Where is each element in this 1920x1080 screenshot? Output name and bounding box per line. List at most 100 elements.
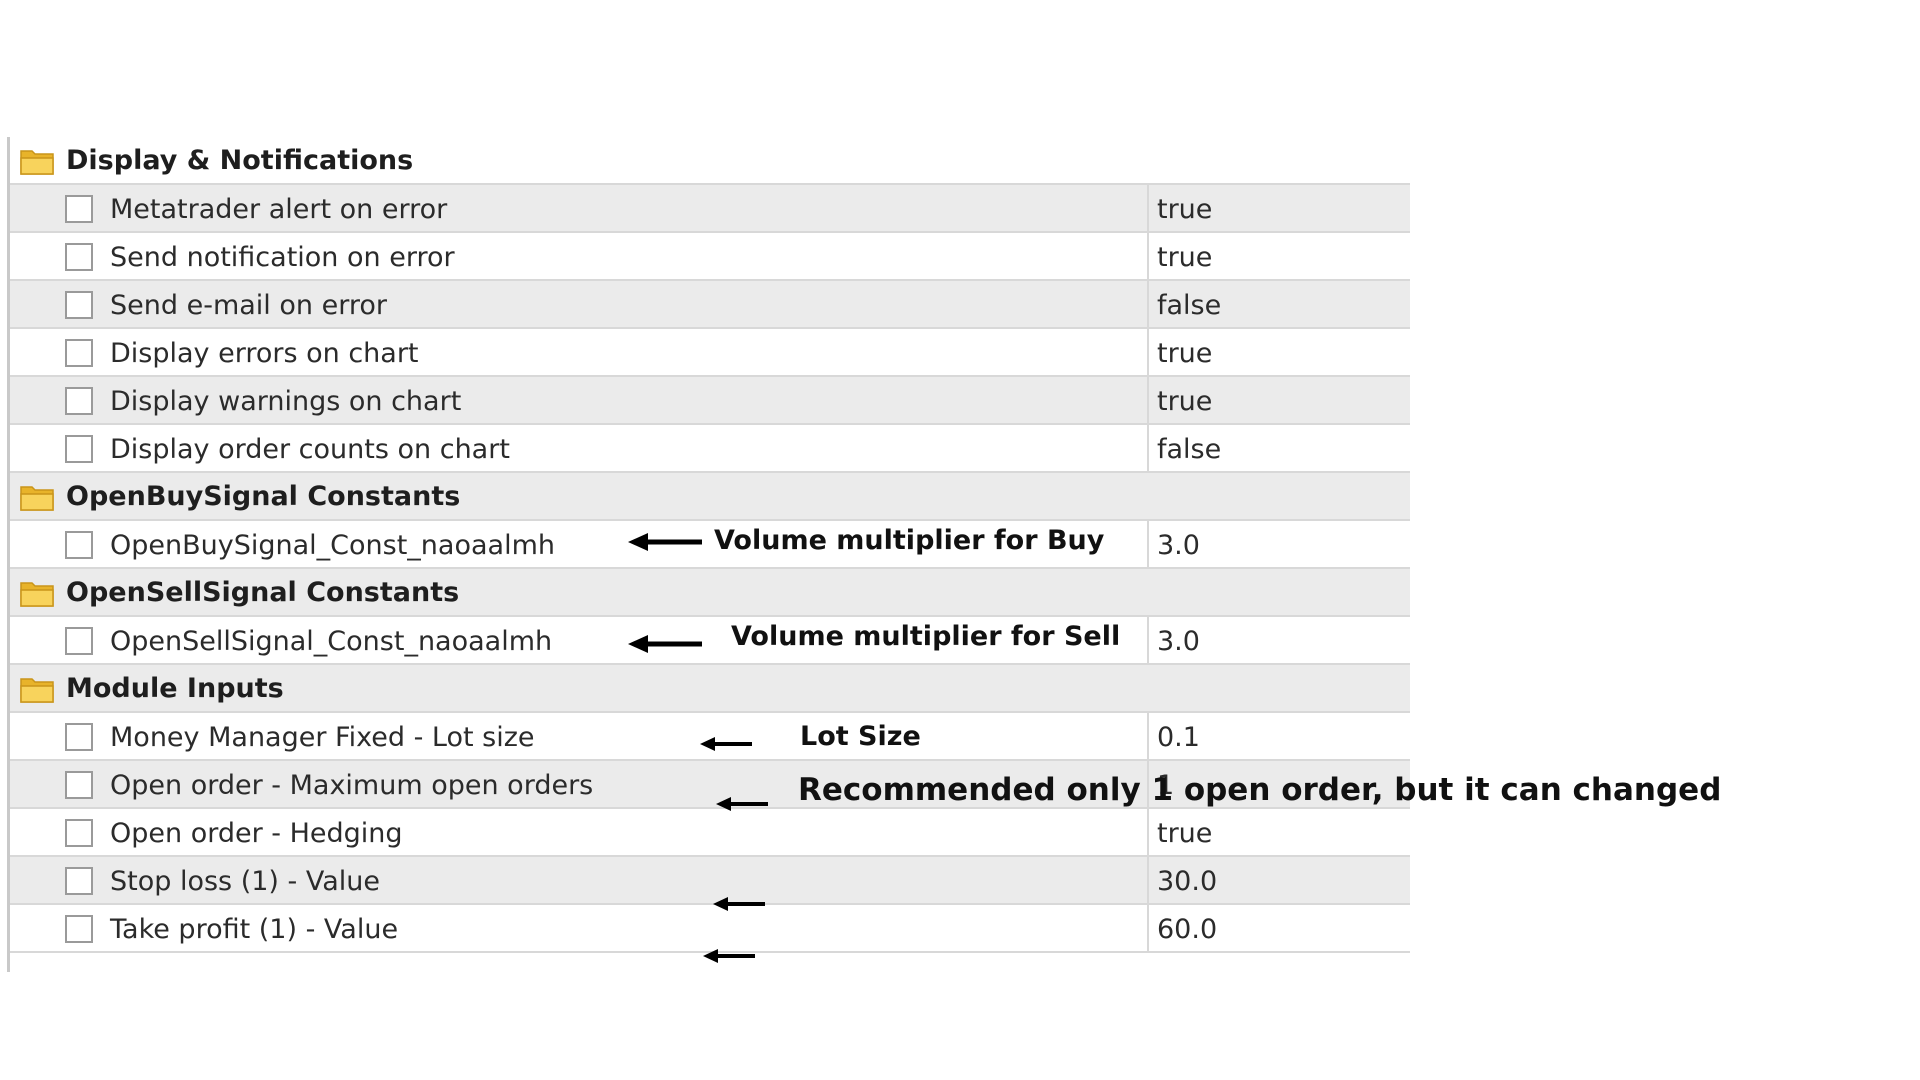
annotation-buy: Volume multiplier for Buy [714,525,1105,556]
param-value: 0.1 [1157,722,1200,753]
param-value: true [1157,338,1213,369]
param-value: false [1157,434,1222,465]
annotation-sell: Volume multiplier for Sell [731,621,1121,652]
param-value: 3.0 [1157,530,1200,561]
param-name-cell: Stop loss (1) - Value [10,857,1147,903]
param-value: 30.0 [1157,866,1218,897]
param-label: Send e-mail on error [110,290,387,321]
param-row-send-email[interactable]: Send e-mail on error false [10,281,1410,329]
folder-icon [20,678,54,703]
param-label: Take profit (1) - Value [110,914,399,945]
arrow-left-icon [628,533,702,551]
param-value: true [1157,386,1213,417]
param-row-opensellsignal-const[interactable]: OpenSellSignal_Const_naoaalmh 3.0 [10,617,1410,665]
param-checkbox[interactable] [65,723,93,751]
param-label: OpenSellSignal_Const_naoaalmh [110,626,553,657]
param-row-stop-loss[interactable]: Stop loss (1) - Value 30.0 [10,857,1410,905]
param-name-cell: Open order - Maximum open orders [10,761,1147,807]
param-checkbox[interactable] [65,531,93,559]
param-value: true [1157,242,1213,273]
arrow-left-icon [716,797,768,811]
param-label: Display order counts on chart [110,434,510,465]
arrow-left-icon [713,897,765,911]
param-name-cell: Display errors on chart [10,329,1147,375]
folder-icon [20,486,54,511]
param-value-cell[interactable]: 3.0 [1147,521,1410,567]
group-row-openbuysignal-constants[interactable]: OpenBuySignal Constants [10,473,1410,521]
param-value-cell[interactable]: true [1147,233,1410,279]
group-title: OpenSellSignal Constants [66,577,460,608]
param-name-cell: Send notification on error [10,233,1147,279]
param-checkbox[interactable] [65,195,93,223]
param-value: 3.0 [1157,626,1200,657]
param-row-lot-size[interactable]: Money Manager Fixed - Lot size 0.1 [10,713,1410,761]
param-value-cell[interactable]: 3.0 [1147,617,1410,663]
param-name-cell: Display warnings on chart [10,377,1147,423]
param-row-send-notification[interactable]: Send notification on error true [10,233,1410,281]
param-label: Open order - Hedging [110,818,403,849]
param-name-cell: Open order - Hedging [10,809,1147,855]
param-name-cell: Money Manager Fixed - Lot size [10,713,1147,759]
param-checkbox[interactable] [65,627,93,655]
group-title: Module Inputs [66,673,284,704]
param-row-hedging[interactable]: Open order - Hedging true [10,809,1410,857]
param-label: Stop loss (1) - Value [110,866,380,897]
param-name-cell: OpenSellSignal_Const_naoaalmh [10,617,1147,663]
annotation-lot-size: Lot Size [800,721,921,752]
param-value-cell[interactable]: true [1147,185,1410,231]
param-label: Money Manager Fixed - Lot size [110,722,535,753]
param-row-take-profit[interactable]: Take profit (1) - Value 60.0 [10,905,1410,953]
param-value: false [1157,290,1222,321]
param-value-cell[interactable]: 1 [1147,761,1410,807]
param-checkbox[interactable] [65,291,93,319]
arrow-left-icon [703,949,755,963]
arrow-left-icon [628,635,702,653]
param-label: Display warnings on chart [110,386,462,417]
param-value-cell[interactable]: true [1147,809,1410,855]
param-value-cell[interactable]: 0.1 [1147,713,1410,759]
param-name-cell: OpenBuySignal_Const_naoaalmh [10,521,1147,567]
folder-icon [20,150,54,175]
param-row-metatrader-alert[interactable]: Metatrader alert on error true [10,185,1410,233]
folder-icon [20,582,54,607]
param-value-cell[interactable]: 60.0 [1147,905,1410,951]
param-name-cell: Metatrader alert on error [10,185,1147,231]
param-value-cell[interactable]: true [1147,329,1410,375]
param-label: Metatrader alert on error [110,194,448,225]
param-name-cell: Send e-mail on error [10,281,1147,327]
param-checkbox[interactable] [65,243,93,271]
param-checkbox[interactable] [65,339,93,367]
param-row-display-order-counts[interactable]: Display order counts on chart false [10,425,1410,473]
param-checkbox[interactable] [65,867,93,895]
param-value-cell[interactable]: false [1147,425,1410,471]
param-name-cell: Take profit (1) - Value [10,905,1147,951]
param-row-display-warnings[interactable]: Display warnings on chart true [10,377,1410,425]
param-row-max-open-orders[interactable]: Open order - Maximum open orders 1 [10,761,1410,809]
param-label: Send notification on error [110,242,455,273]
param-checkbox[interactable] [65,435,93,463]
param-value-cell[interactable]: false [1147,281,1410,327]
param-row-display-errors[interactable]: Display errors on chart true [10,329,1410,377]
param-checkbox[interactable] [65,387,93,415]
inputs-property-grid: Display & Notifications Metatrader alert… [7,137,1410,972]
param-row-openbuysignal-const[interactable]: OpenBuySignal_Const_naoaalmh 3.0 [10,521,1410,569]
param-value: 1 [1157,770,1175,801]
group-row-display-notifications[interactable]: Display & Notifications [10,137,1410,185]
param-name-cell: Display order counts on chart [10,425,1147,471]
param-checkbox[interactable] [65,771,93,799]
group-row-module-inputs[interactable]: Module Inputs [10,665,1410,713]
param-value: 60.0 [1157,914,1218,945]
param-value-cell[interactable]: 30.0 [1147,857,1410,903]
param-label: OpenBuySignal_Const_naoaalmh [110,530,555,561]
param-checkbox[interactable] [65,819,93,847]
param-label: Display errors on chart [110,338,419,369]
param-label: Open order - Maximum open orders [110,770,594,801]
param-value: true [1157,818,1213,849]
annotation-max-orders: Recommended only 1 open order, but it ca… [798,772,1722,808]
param-checkbox[interactable] [65,915,93,943]
param-value-cell[interactable]: true [1147,377,1410,423]
group-row-opensellsignal-constants[interactable]: OpenSellSignal Constants [10,569,1410,617]
param-value: true [1157,194,1213,225]
group-title: OpenBuySignal Constants [66,481,461,512]
